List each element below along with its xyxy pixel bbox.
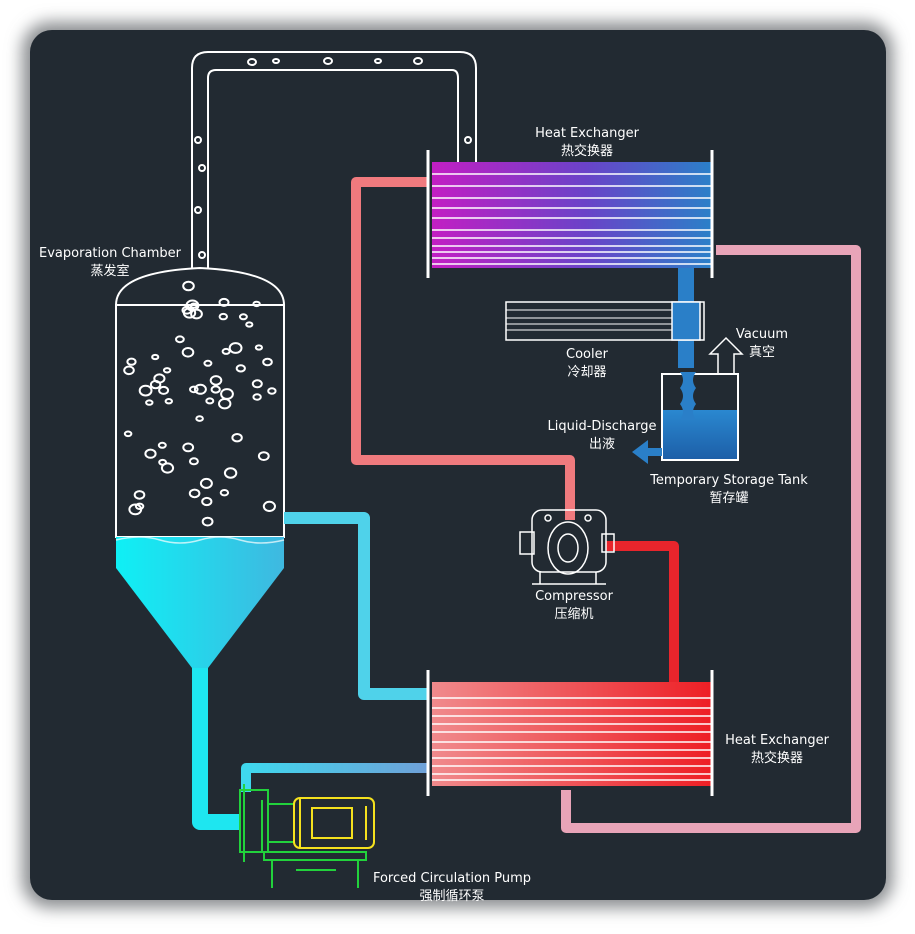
vapour-bubble (181, 305, 193, 315)
forced-circulation-pump (239, 784, 375, 888)
vapour-bubble (220, 388, 234, 400)
liquid-outlet-pipe (192, 668, 240, 830)
heat-exchanger-bottom-label-en: Heat Exchanger (725, 733, 829, 748)
vapour-bubble (231, 433, 243, 443)
vapour-bubble (218, 297, 230, 307)
condensate-loop-pipe (561, 245, 861, 833)
vapour-bubble (228, 342, 243, 354)
heat-exchanger-top-label-en: Heat Exchanger (535, 126, 639, 141)
vapour-bubble (138, 384, 153, 397)
liquid-discharge-label: Liquid-Discharge 出液 (547, 418, 656, 454)
pump-discharge-pipe (241, 763, 428, 792)
vapour-bubble (181, 347, 195, 358)
vapour-bubble (203, 359, 213, 367)
vacuum-label-zh: 真空 (748, 345, 776, 360)
forced-circulation-pump-label-en: Forced Circulation Pump (372, 871, 532, 886)
vapour-bubble (257, 451, 270, 462)
vapour-bubble (162, 367, 172, 374)
vapour-bubble (262, 500, 276, 512)
vapour-bubble (221, 347, 231, 355)
liquid-discharge-label-en: Liquid-Discharge (547, 419, 657, 434)
temporary-storage-tank-label-en: Temporary Storage Tank (650, 473, 808, 488)
evaporation-chamber-label-en: Evaporation Chamber (39, 246, 181, 261)
vapour-bubble (151, 353, 160, 361)
vapour-bubble (158, 385, 170, 395)
vapour-bubble (182, 280, 195, 292)
temporary-storage-tank-label-zh: 暂存罐 (709, 491, 749, 506)
vapour-bubble (238, 313, 248, 321)
vapour-bubble (245, 321, 254, 328)
vapour-bubble (252, 300, 261, 308)
cooler-label-en: Cooler (566, 347, 608, 362)
heat-exchanger-top-label: Heat Exchanger 热交换器 (535, 125, 639, 161)
duct-bubbles (194, 57, 472, 259)
vacuum-label-en: Vacuum (735, 327, 789, 342)
vapour-bubble (123, 365, 135, 376)
vapour-bubble (199, 477, 213, 489)
chamber-return-pipe (284, 512, 428, 700)
evaporation-chamber-label-zh: 蒸发室 (90, 264, 130, 279)
temporary-storage-tank (632, 336, 744, 464)
vapour-bubble (175, 335, 185, 344)
vapour-bubble (205, 397, 215, 405)
vapour-bubble (133, 490, 146, 500)
compressor-discharge-pipe (606, 541, 679, 684)
vapour-bubble (144, 448, 157, 459)
vapour-bubble (123, 430, 133, 438)
evaporation-chamber (114, 266, 286, 668)
vapour-bubble (157, 441, 167, 449)
vapour-bubble (182, 307, 197, 319)
vapour-bubble (126, 357, 137, 366)
vapour-bubble (262, 357, 273, 367)
vapour-bubble (267, 387, 277, 395)
vapour-bubble (164, 398, 174, 405)
cooler-label: Cooler 冷却器 (566, 346, 608, 382)
vacuum-label: Vacuum 真空 (736, 326, 788, 362)
vapour-bubble (251, 379, 263, 389)
heat-exchanger-bottom-label-zh: 热交换器 (750, 751, 803, 766)
vapour-bubble (223, 467, 238, 479)
vapour-bubble (160, 462, 175, 474)
vapour-bubble (201, 496, 213, 507)
vapour-bubble (195, 415, 204, 422)
compressor-label: Compressor 压缩机 (535, 588, 613, 624)
vapour-bubble (254, 344, 263, 351)
cooler-label-zh: 冷却器 (567, 365, 607, 380)
temporary-storage-tank-label: Temporary Storage Tank 暂存罐 (650, 472, 808, 508)
vapour-to-compressor-pipe (351, 177, 575, 520)
compressor-label-zh: 压缩机 (554, 607, 594, 622)
vapour-bubble (189, 302, 198, 309)
vapour-bubble (134, 502, 145, 510)
cooler (505, 301, 705, 341)
heat-exchanger-bottom (426, 670, 714, 796)
chamber-bubbles (123, 280, 277, 527)
vapour-bubble (189, 385, 199, 394)
vapour-bubble (188, 488, 201, 499)
vapour-bubble (209, 375, 223, 386)
vapour-bubble (201, 516, 214, 527)
vapour-bubble (190, 308, 203, 320)
liquid-discharge-label-zh: 出液 (588, 437, 616, 452)
compressor-label-en: Compressor (535, 589, 613, 604)
vapour-bubble (218, 312, 229, 321)
compressor (519, 509, 615, 585)
heat-exchanger-top (426, 150, 714, 278)
vapour-bubble (210, 385, 221, 394)
vapour-bubble (153, 373, 166, 384)
vapour-duct (191, 51, 477, 272)
vapour-bubble (182, 442, 195, 453)
evaporation-chamber-label: Evaporation Chamber 蒸发室 (39, 245, 181, 281)
vapour-bubble (219, 489, 230, 497)
vapour-bubble (193, 383, 207, 395)
vapour-bubble (252, 393, 262, 401)
forced-circulation-pump-label-zh: 强制循环泵 (419, 889, 485, 904)
vapour-bubble (145, 399, 154, 406)
heat-exchanger-top-label-zh: 热交换器 (560, 144, 613, 159)
heat-exchanger-bottom-label: Heat Exchanger 热交换器 (725, 732, 829, 768)
vapour-bubble (235, 364, 246, 373)
forced-circulation-pump-label: Forced Circulation Pump 强制循环泵 (373, 870, 531, 906)
vapour-bubble (188, 457, 199, 466)
